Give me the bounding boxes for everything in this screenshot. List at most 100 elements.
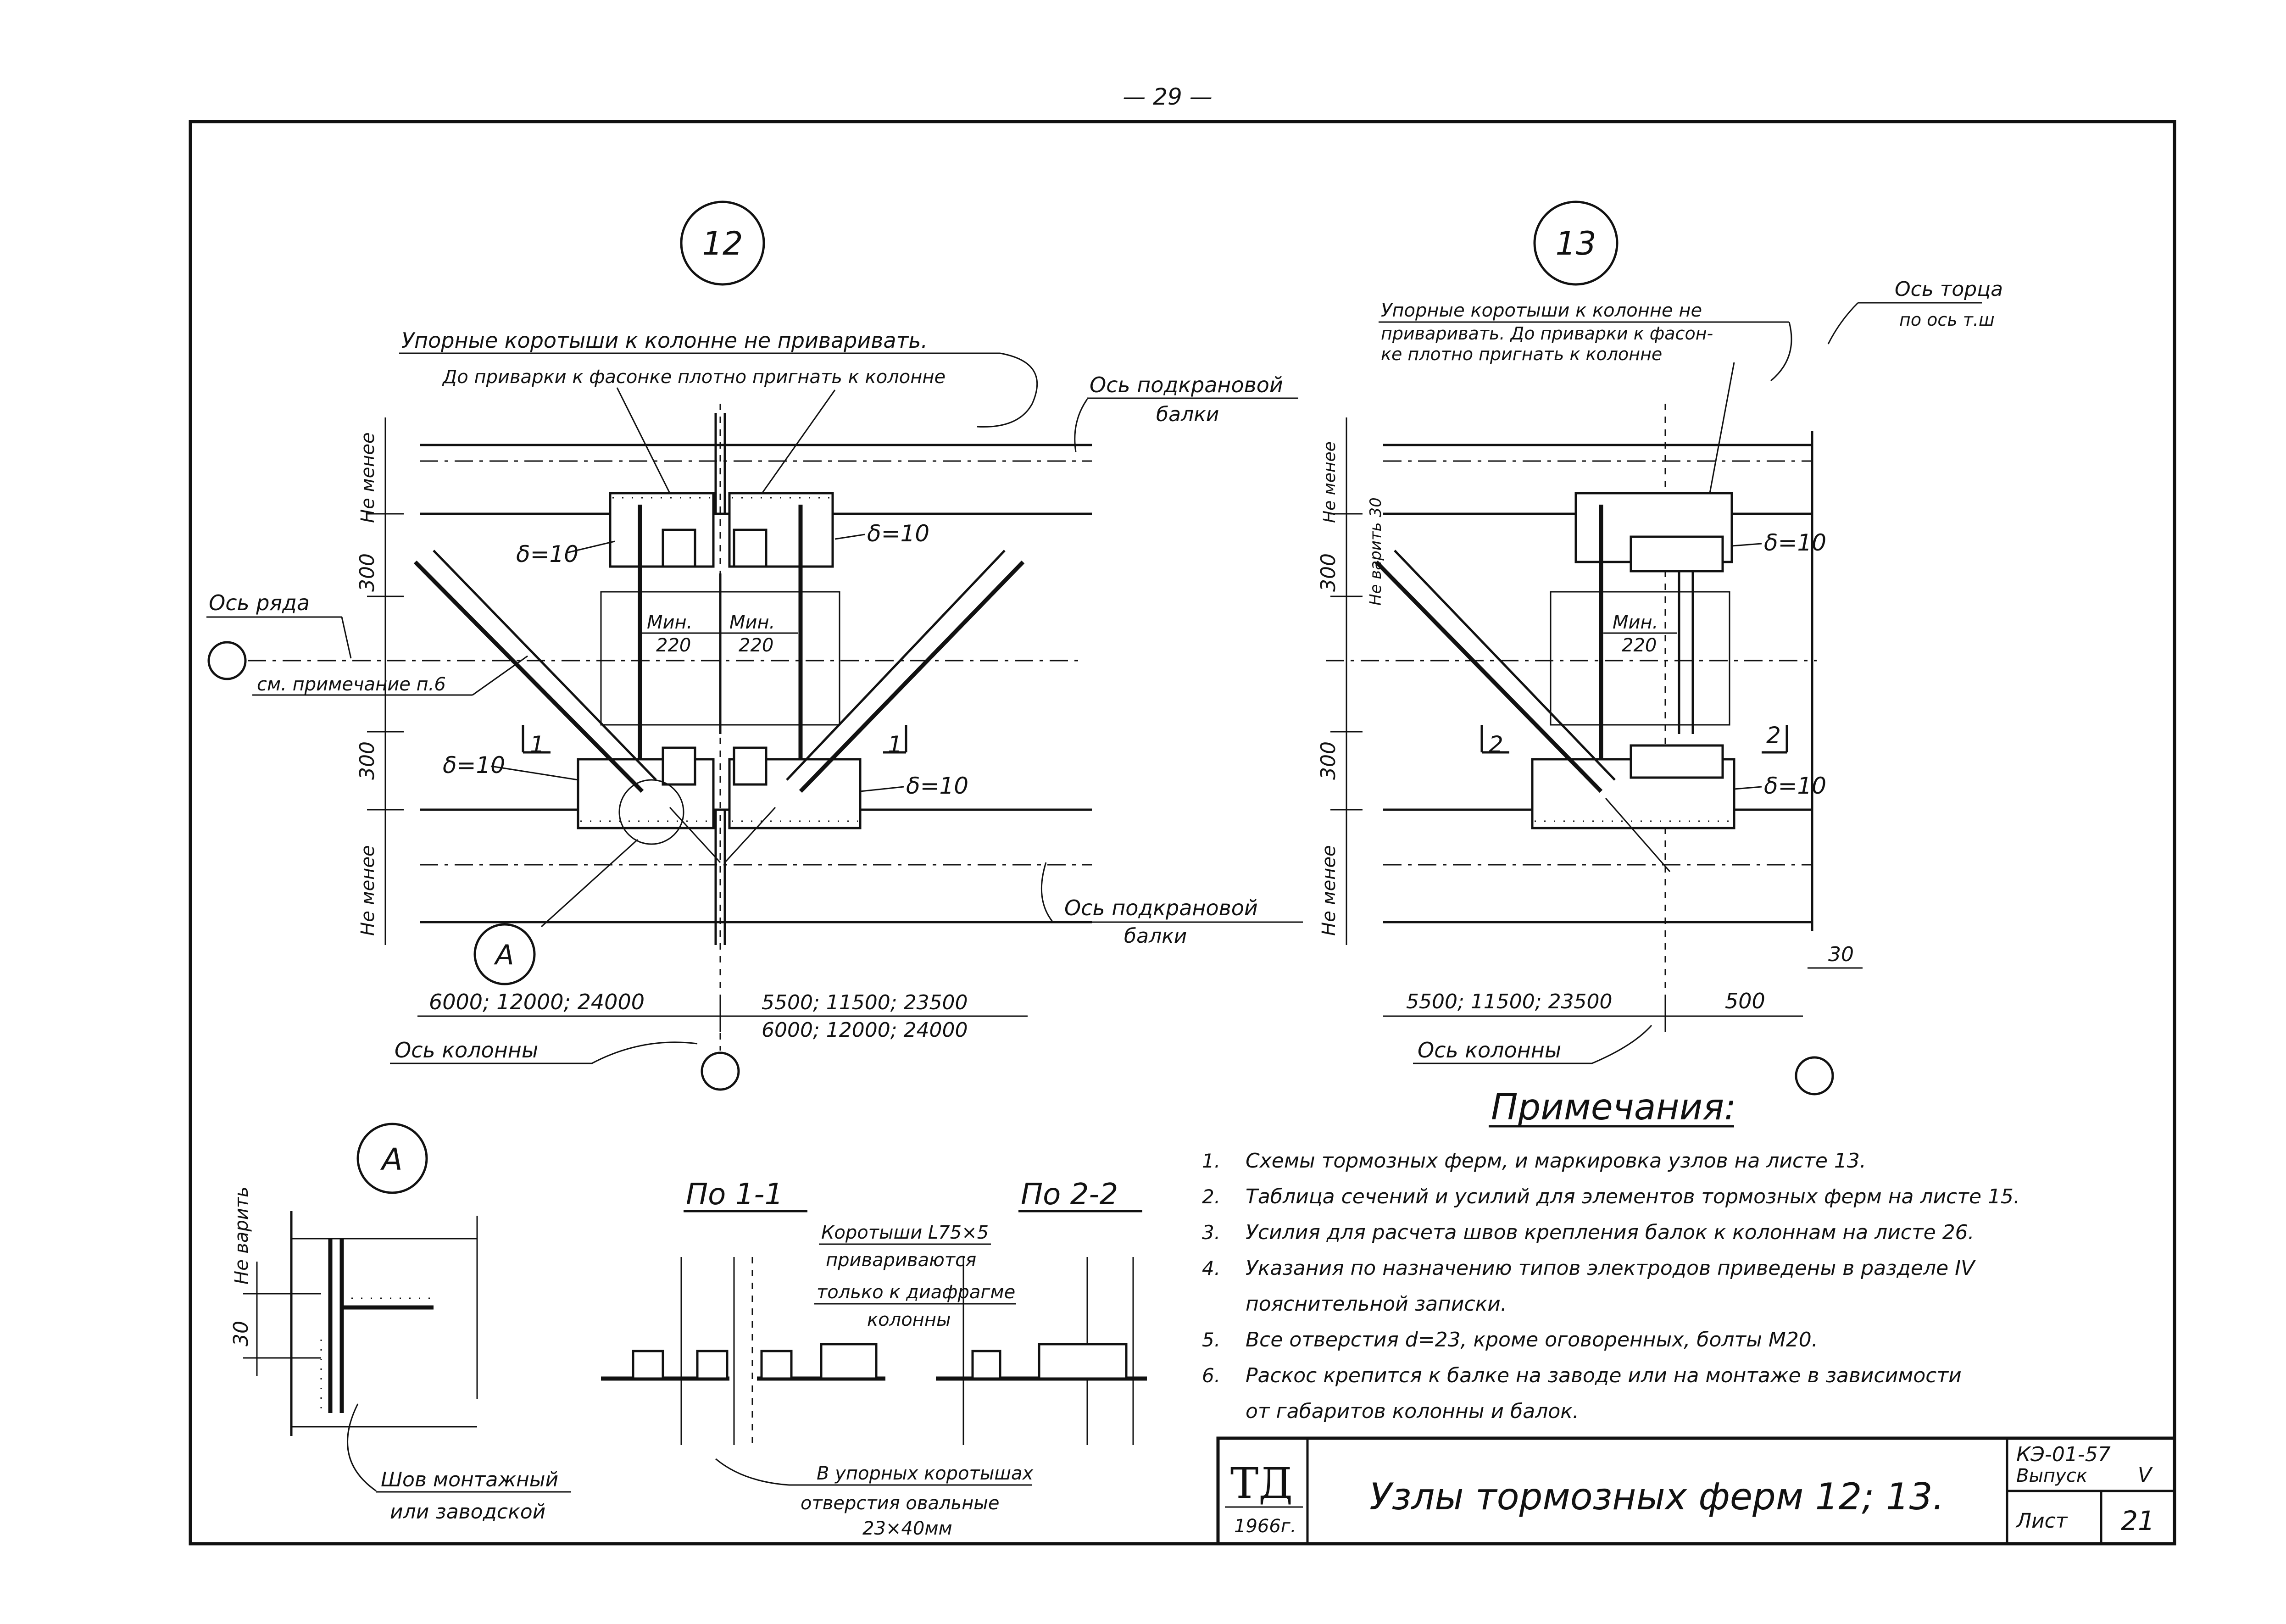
- detail-a-weld-1: Шов монтажный: [381, 1468, 558, 1491]
- node-13-span: 5500; 11500; 23500: [1406, 990, 1613, 1013]
- sections-note-2: привариваются: [826, 1250, 976, 1271]
- node-13-section-2-left: 2: [1489, 731, 1503, 758]
- node-13: 13 Упорные коротыши к колонне не привари…: [1317, 200, 2003, 1096]
- sections-note-1: Коротыши L75×5: [821, 1222, 989, 1243]
- sections-note-4: колонны: [867, 1309, 951, 1330]
- node-12-detail-a-callout: [618, 779, 684, 845]
- note-number: 2.: [1202, 1185, 1220, 1208]
- node-13-marker: [1533, 200, 1619, 286]
- node-12-marker: [680, 200, 765, 286]
- note-text: от габаритов колонны и балок.: [1246, 1400, 1579, 1423]
- sections-note-3: только к диафрагме: [817, 1282, 1015, 1303]
- node-12-row-axis: Ось ряда: [209, 590, 310, 615]
- node-12-crane-axis-top-2: балки: [1156, 403, 1219, 426]
- note-text: Таблица сечений и усилий для элементов т…: [1246, 1185, 2020, 1208]
- title-block-sheet: 21: [2121, 1505, 2155, 1536]
- note-number: 4.: [1202, 1257, 1220, 1279]
- detail-a-marker: [356, 1123, 428, 1194]
- notes-title: Примечания:: [1491, 1087, 1736, 1128]
- note-text: Указания по назначению типов электродов …: [1246, 1257, 1976, 1280]
- node-13-delta-t: δ=10: [1764, 529, 1826, 556]
- node-13-ne-menee-top: Не менее: [1320, 441, 1339, 523]
- node-12-id: 12: [702, 225, 743, 262]
- node-12-min-label-r: Мин.: [729, 612, 775, 633]
- node-12-span-right-2: 6000; 12000; 24000: [762, 1018, 968, 1042]
- detail-a-id: А: [380, 1142, 402, 1177]
- section-1-1-title: По 1-1: [686, 1178, 783, 1212]
- title-block-issue-label: Выпуск: [2016, 1465, 2087, 1486]
- note-number: 3.: [1202, 1221, 1220, 1244]
- node-13-dim-30: 30: [1828, 943, 1854, 966]
- node-13-id: 13: [1555, 225, 1596, 262]
- title-block-title: Узлы тормозных ферм 12; 13.: [1369, 1475, 1944, 1518]
- node-12-delta-bl: δ=10: [443, 752, 505, 779]
- node-13-min-value: 220: [1622, 635, 1657, 656]
- node-12-ne-menee-bot: Не менее: [357, 845, 378, 936]
- node-13-column-axis: Ось колонны: [1418, 1038, 1561, 1062]
- node-12-crane-axis-bot-2: балки: [1124, 924, 1187, 948]
- note-text: пояснительной записки.: [1246, 1292, 1507, 1316]
- node-13-ne-menee-bot: Не менее: [1318, 845, 1340, 936]
- title-block-issue: V: [2138, 1463, 2153, 1487]
- node-12-delta-br: δ=10: [906, 773, 968, 799]
- note-number: 1.: [1202, 1150, 1220, 1172]
- node-13-end-axis-1: Ось торца: [1895, 278, 2003, 301]
- node-12-section-1-right: 1: [888, 731, 902, 758]
- title-block-code: КЭ-01-57: [2016, 1443, 2111, 1466]
- node-12-note-1: Упорные коротыши к колонне не привариват…: [401, 328, 928, 353]
- node-13-min-label: Мин.: [1613, 612, 1658, 633]
- detail-a-weld-2: или заводской: [390, 1500, 545, 1524]
- node-13-note-3: ке плотно пригнать к колонне: [1381, 344, 1662, 364]
- node-12-min-value-l: 220: [656, 635, 691, 656]
- node-13-section-2-right: 2: [1766, 722, 1781, 749]
- node-13-dim-500: 500: [1725, 989, 1765, 1013]
- node-12-section-1-left: 1: [530, 731, 545, 758]
- node-12-min-label-l: Мин.: [647, 612, 692, 633]
- node-13-300-top: 300: [1317, 553, 1340, 592]
- node-13-300-bot: 300: [1317, 741, 1340, 780]
- node-12-span-right-1: 5500; 11500; 23500: [762, 991, 968, 1014]
- note-text: Все отверстия d=23, кроме оговоренных, б…: [1246, 1328, 1818, 1351]
- sections-holes-1: В упорных коротышах: [817, 1463, 1033, 1484]
- node-12-ne-menee-top: Не менее: [357, 432, 378, 523]
- node-13-note-2: приваривать. До приварки к фасон-: [1381, 323, 1713, 344]
- node-12-300-top: 300: [356, 553, 379, 592]
- node-13-column-axis-marker: [1795, 1056, 1834, 1096]
- note-number: 5.: [1202, 1329, 1220, 1351]
- node-12-min-value-r: 220: [739, 635, 773, 656]
- node-12-300-bot: 300: [356, 741, 379, 780]
- node-12-note-2: До приварки к фасонке плотно пригнать к …: [442, 367, 946, 388]
- sections-holes-3: 23×40мм: [862, 1518, 952, 1539]
- node-12-crane-axis-top: Ось подкрановой: [1090, 373, 1283, 397]
- node-12-span-left: 6000; 12000; 24000: [429, 990, 645, 1014]
- node-13-note-1: Упорные коротыши к колонне не: [1381, 300, 1702, 321]
- node-12-column-axis-marker: [701, 1051, 740, 1091]
- node-13-end-axis-2: по ось т.ш: [1899, 310, 1995, 330]
- sheet-frame: [189, 120, 2176, 1546]
- note-text: Раскос крепится к балке на заводе или на…: [1246, 1364, 1962, 1387]
- node-13-ne-varit: Не варить 30: [1367, 497, 1385, 606]
- detail-a-ne-varit: Не варить: [231, 1186, 252, 1285]
- node-12-detail-a-marker: [473, 923, 536, 985]
- node-12: 12 Упорные коротыши к колонне не привари…: [206, 200, 1303, 1091]
- title-block-logo: ТД: [1230, 1459, 1293, 1508]
- node-12-see-note: см. примечание п.6: [257, 674, 446, 695]
- node-12-crane-axis-bot: Ось подкрановой: [1064, 895, 1258, 920]
- title-block-sheet-label: Лист: [2015, 1509, 2068, 1533]
- sections-holes-2: отверстия овальные: [801, 1493, 999, 1514]
- title-block-year: 1966г.: [1234, 1516, 1296, 1537]
- section-2-2-title: По 2-2: [1021, 1178, 1118, 1212]
- node-12-row-axis-marker: [207, 641, 247, 680]
- sections: По 1-1 По 2-2 Коротыши L75×5 приваривают…: [601, 1178, 1147, 1539]
- node-12-delta-tl: δ=10: [516, 541, 578, 567]
- node-12-detail-a-label: А: [493, 939, 514, 971]
- note-number: 6.: [1202, 1364, 1220, 1387]
- detail-a: А Не варить 30 Шов монтажный или заводск…: [229, 1123, 571, 1524]
- detail-a-dim-30: 30: [229, 1321, 253, 1346]
- node-12-column-axis: Ось колонны: [395, 1038, 538, 1062]
- page-number: — 29 —: [1123, 83, 1212, 110]
- notes: Примечания: 1. Схемы тормозных ферм, и ма…: [1202, 1087, 2020, 1423]
- title-block: ТД 1966г. Узлы тормозных ферм 12; 13. КЭ…: [1216, 1436, 2176, 1546]
- note-text: Схемы тормозных ферм, и маркировка узлов…: [1246, 1149, 1866, 1173]
